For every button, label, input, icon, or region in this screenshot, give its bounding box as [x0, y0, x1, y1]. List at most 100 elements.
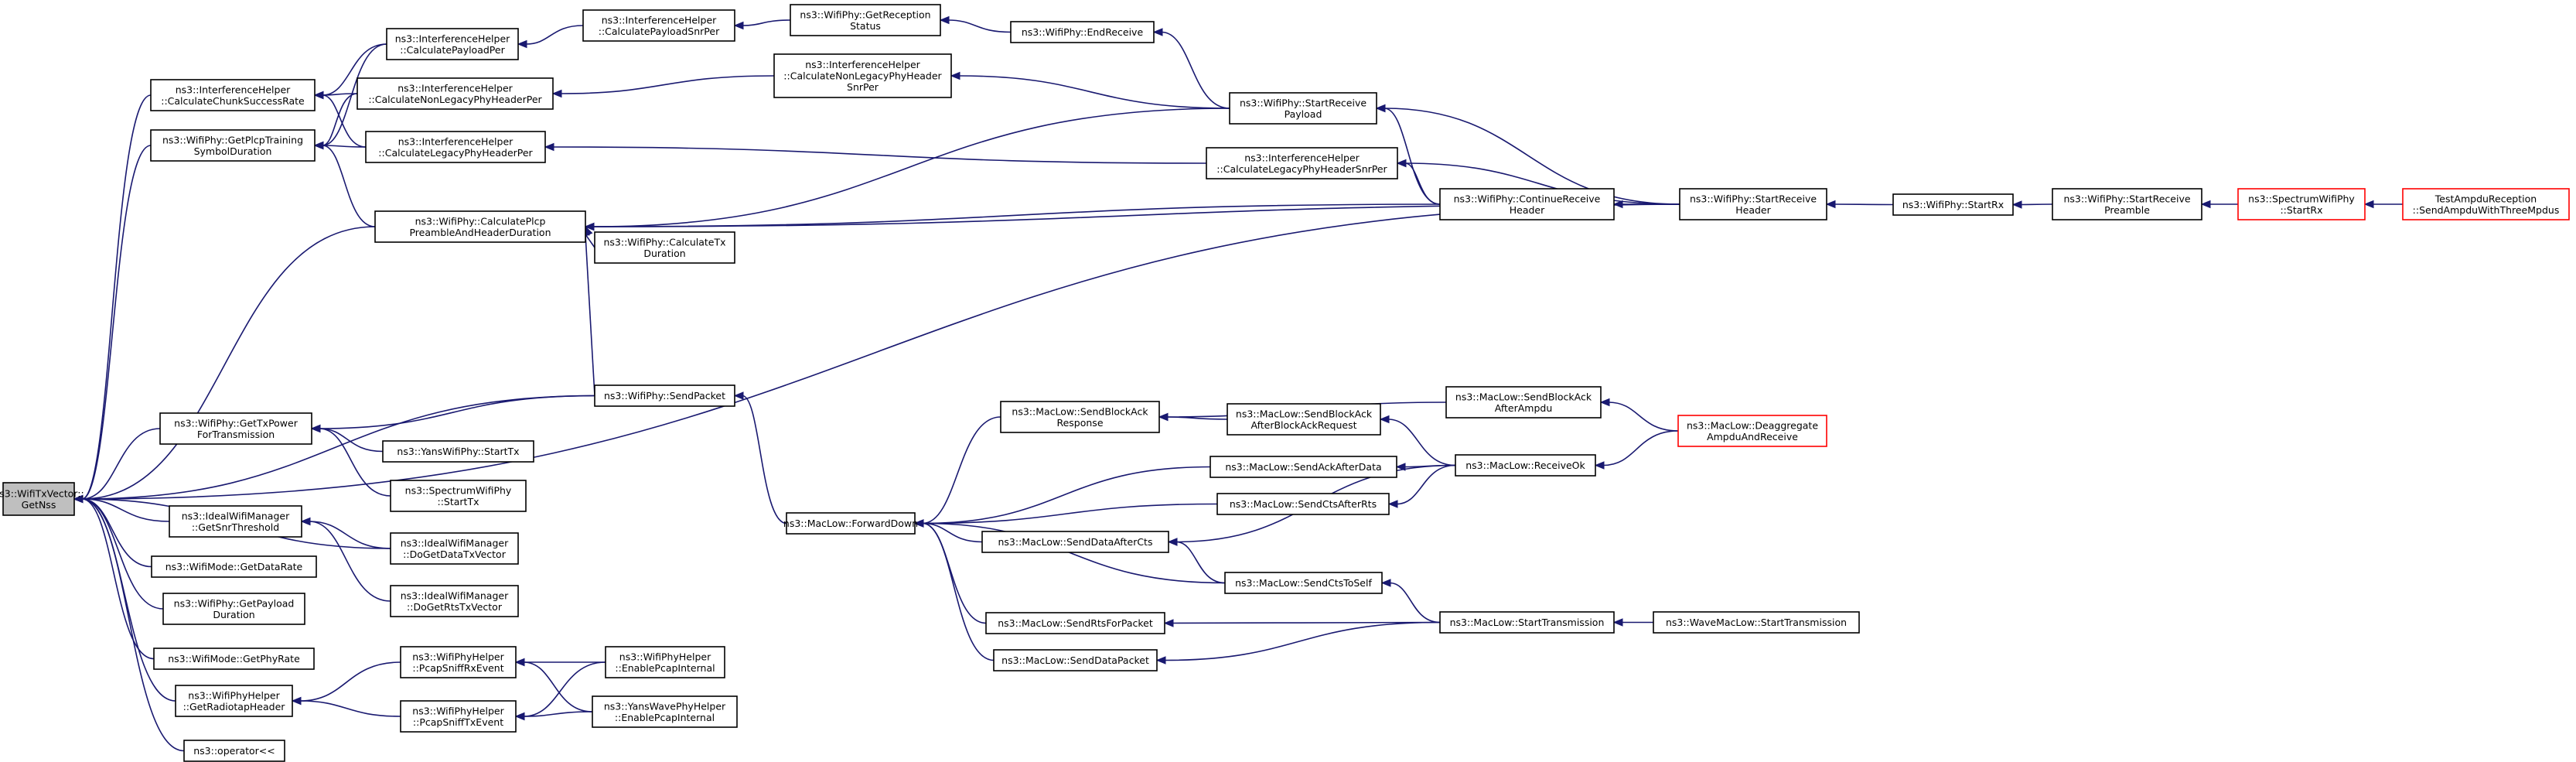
graph-node-n31[interactable]: ns3::WifiPhyHelper::PcapSniffRxEvent [400, 646, 517, 678]
edge-n5-to-n2 [322, 145, 367, 148]
edge-n9-to-n8 [947, 19, 1012, 33]
graph-node-n30[interactable]: ns3::WifiPhyHelper::GetRadiotapHeader [175, 685, 293, 717]
graph-node-n45[interactable]: ns3::MacLow::SendCtsToSelf [1224, 572, 1383, 594]
edge-n2-to-n0 [81, 145, 152, 500]
node-box [790, 4, 941, 36]
graph-node-n32[interactable]: ns3::WifiPhyHelper::PcapSniffTxEvent [400, 700, 517, 733]
graph-node-n2[interactable]: ns3::WifiPhy::GetPlcpTrainingSymbolDurat… [150, 129, 316, 162]
node-label-line: ns3::SpectrumWifiPhy [2248, 193, 2355, 204]
node-label-line: ns3::MacLow::SendDataAfterCts [998, 536, 1153, 548]
node-box [365, 131, 546, 163]
graph-node-n49[interactable]: ns3::MacLow::SendDataPacket [993, 649, 1158, 671]
graph-node-n47[interactable]: ns3::MacLow::StartTransmission [1439, 611, 1615, 634]
graph-node-n41[interactable]: ns3::MacLow::SendAckAfterData [1210, 456, 1397, 478]
graph-node-n44[interactable]: ns3::MacLow::SendDataAfterCts [981, 531, 1169, 553]
node-box [605, 646, 725, 678]
graph-node-n7[interactable]: ns3::InterferenceHelper::CalculatePayloa… [582, 9, 735, 42]
node-label-line: ns3::WifiPhy::StartReceive [1240, 97, 1366, 108]
graph-node-n4[interactable]: ns3::InterferenceHelper::CalculateNonLeg… [357, 77, 554, 110]
graph-node-n9[interactable]: ns3::WifiPhy::EndReceive [1010, 21, 1155, 43]
node-label-line: Duration [643, 248, 685, 259]
arrowhead [733, 391, 744, 400]
graph-node-n35[interactable]: ns3::operator<< [183, 740, 285, 762]
node-label-line: ns3::InterferenceHelper [805, 59, 920, 70]
graph-node-n27[interactable]: ns3::WifiMode::GetDataRate [151, 555, 317, 578]
node-box [150, 79, 316, 111]
node-label-line: Response [1056, 417, 1103, 429]
node-box [159, 412, 312, 445]
graph-node-n26[interactable]: ns3::IdealWifiManager::DoGetRtsTxVector [390, 585, 519, 617]
node-box [1455, 454, 1596, 477]
node-label-line: ns3::MacLow::ReceiveOk [1465, 460, 1585, 471]
graph-node-n33[interactable]: ns3::WifiPhyHelper::EnablePcapInternal [605, 646, 725, 678]
node-label-line: ns3::operator<< [193, 745, 275, 757]
edge-n24-to-n0 [81, 498, 170, 522]
graph-node-n0[interactable]: ns3::WifiTxVector::GetNss [0, 482, 84, 516]
graph-node-n6[interactable]: ns3::WifiPhy::CalculatePlcpPreambleAndHe… [374, 210, 586, 243]
node-label-line: ns3::WifiPhy::GetTxPower [174, 417, 299, 429]
arrowhead [1612, 618, 1623, 627]
node-box [1210, 456, 1397, 478]
edge-n28-to-n0 [81, 498, 164, 610]
edge-n13-to-n12 [1404, 162, 1441, 205]
edge-n37-to-n36 [922, 416, 1001, 525]
edge-n15-to-n14 [1834, 203, 1894, 206]
node-label-line: Duration [213, 609, 254, 620]
node-label-line: ::StartTx [438, 496, 479, 507]
graph-node-n10[interactable]: ns3::InterferenceHelper::CalculateNonLeg… [773, 53, 952, 98]
node-box [1439, 611, 1615, 634]
graph-node-n34[interactable]: ns3::YansWavePhyHelper::EnablePcapIntern… [592, 695, 738, 728]
graph-node-n43[interactable]: ns3::MacLow::SendCtsAfterRts [1216, 493, 1390, 515]
edge-n29-to-n0 [81, 498, 155, 660]
graph-node-n36[interactable]: ns3::MacLow::ForwardDown [783, 512, 918, 535]
graph-node-n38[interactable]: ns3::MacLow::SendBlockAckAfterBlockAckRe… [1227, 403, 1381, 436]
graph-node-n24[interactable]: ns3::IdealWifiManager::GetSnrThreshold [169, 505, 302, 538]
graph-node-n42[interactable]: ns3::MacLow::ReceiveOk [1455, 454, 1596, 477]
node-box [1445, 386, 1602, 419]
node-label-line: ::CalculatePayloadPer [400, 44, 505, 56]
edge-n8-to-n7 [742, 19, 791, 26]
node-box [773, 53, 952, 98]
graph-node-n22[interactable]: ns3::YansWifiPhy::StartTx [382, 440, 534, 463]
edge-n11-to-n10 [958, 75, 1230, 109]
graph-node-n25[interactable]: ns3::IdealWifiManager::DoGetDataTxVector [390, 532, 519, 565]
node-label-line: Preamble [2104, 204, 2150, 216]
graph-node-n23[interactable]: ns3::SpectrumWifiPhy::StartTx [390, 480, 527, 512]
graph-node-n29[interactable]: ns3::WifiMode::GetPhyRate [153, 648, 315, 670]
edge-n43-to-n36 [922, 503, 1218, 525]
arrowhead [939, 15, 950, 25]
edge-n12-to-n5 [552, 146, 1207, 164]
edge-n33-to-n32 [523, 661, 606, 717]
graph-node-n3[interactable]: ns3::InterferenceHelper::CalculatePayloa… [386, 28, 519, 60]
arrowhead [514, 658, 525, 667]
graph-node-n1[interactable]: ns3::InterferenceHelper::CalculateChunkS… [150, 79, 316, 111]
node-box [1677, 415, 1827, 447]
node-box [993, 649, 1158, 671]
graph-node-n12[interactable]: ns3::InterferenceHelper::CalculateLegacy… [1206, 147, 1398, 179]
arrowhead [1396, 159, 1407, 168]
node-label-line: ::EnablePcapInternal [615, 662, 715, 674]
graph-node-n18[interactable]: TestAmpduReception::SendAmpduWithThreeMp… [2402, 188, 2570, 220]
node-box [981, 531, 1169, 553]
node-label-line: ::CalculateChunkSuccessRate [161, 95, 305, 107]
graph-node-n17[interactable]: ns3::SpectrumWifiPhy::StartRx [2237, 188, 2366, 220]
graph-node-n46[interactable]: ns3::MacLow::SendRtsForPacket [985, 612, 1165, 634]
arrowhead [1167, 538, 1178, 546]
graph-node-n15[interactable]: ns3::WifiPhy::StartRx [1892, 193, 2014, 216]
edge-n42-to-n38 [1387, 419, 1456, 466]
node-label-line: ns3::WifiMode::GetPhyRate [168, 653, 300, 665]
graph-node-n5[interactable]: ns3::InterferenceHelper::CalculateLegacy… [365, 131, 546, 163]
graph-node-n48[interactable]: ns3::WaveMacLow::StartTransmission [1653, 611, 1860, 634]
graph-node-n20[interactable]: ns3::WifiPhy::SendPacket [594, 384, 735, 407]
